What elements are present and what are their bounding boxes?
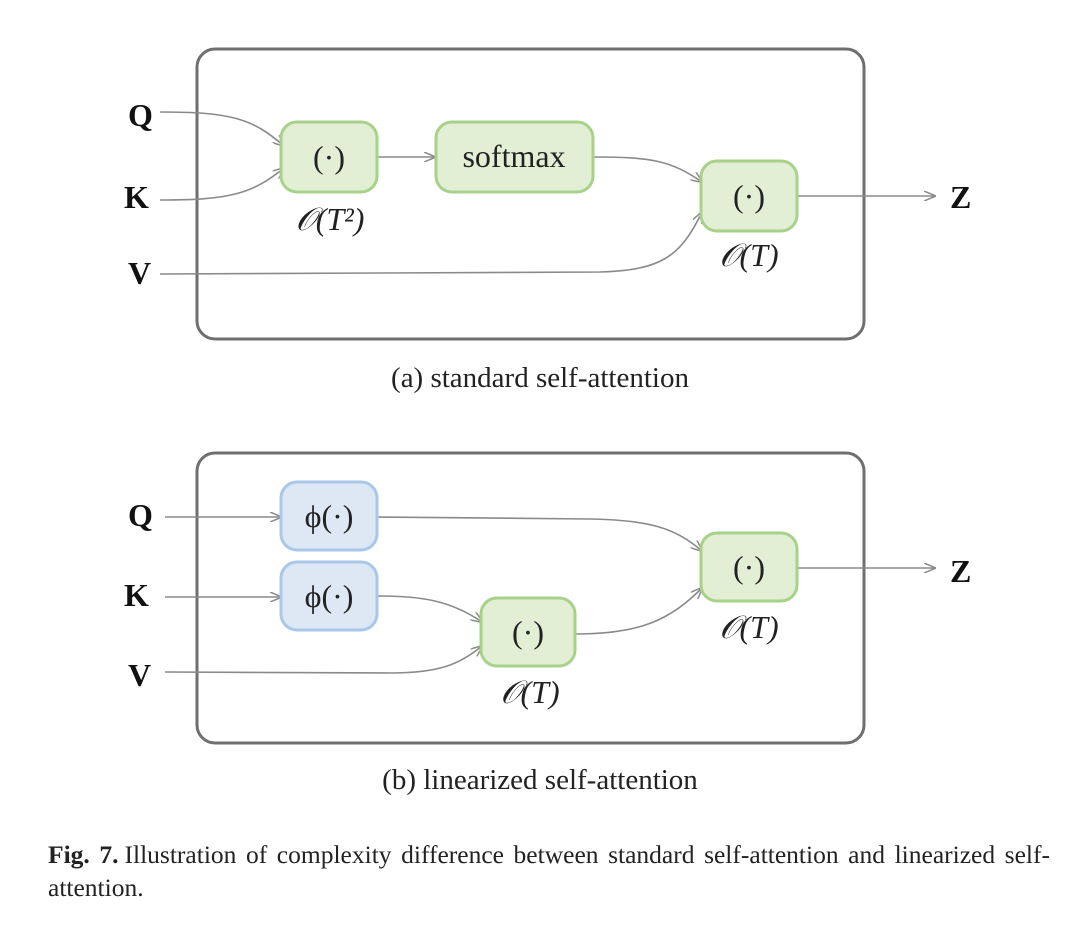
figure-caption: Fig. 7.Illustration of complexity differ… xyxy=(48,838,1050,904)
complexity-label: 𝒪(T) xyxy=(500,674,559,710)
output-z: Z xyxy=(950,179,971,215)
node-phi-q: ϕ(·) xyxy=(279,480,379,552)
matmul-out-label: (·) xyxy=(733,549,765,585)
panel-a-frame xyxy=(195,47,866,341)
input-k: K xyxy=(124,179,149,215)
complexity-label: 𝒪(T) xyxy=(719,609,778,645)
matmul-qk-label: (·) xyxy=(313,139,345,175)
matmul-v-label: (·) xyxy=(733,178,765,214)
edge-phik-to-matmul xyxy=(377,595,482,622)
node-matmul-v: (·) xyxy=(699,159,799,233)
input-v: V xyxy=(128,255,151,291)
panel-b-caption: (b) linearized self-attention xyxy=(382,764,698,796)
node-phi-k: ϕ(·) xyxy=(279,560,379,632)
edge-k-to-matmul xyxy=(159,168,284,201)
complexity-label: 𝒪(T) xyxy=(719,237,778,273)
panel-linearized-attention: Q K V Z ϕ(·) ϕ(·) (·) 𝒪(T) (·) 𝒪(T) xyxy=(124,451,971,796)
edge-phiq-to-matmul xyxy=(377,516,702,551)
matmul-kv-label: (·) xyxy=(512,614,544,650)
phi-k-label: ϕ(·) xyxy=(305,578,354,614)
panel-b-frame xyxy=(195,451,866,745)
input-q: Q xyxy=(128,497,153,533)
figure-caption-text: Illustration of complexity difference be… xyxy=(48,840,1050,902)
output-z: Z xyxy=(950,553,971,589)
node-matmul-qk: (·) xyxy=(279,120,379,194)
input-v: V xyxy=(128,657,151,693)
node-matmul-kv: (·) xyxy=(479,596,577,668)
edge-q-to-matmul xyxy=(159,111,284,146)
figure-label: Fig. 7. xyxy=(48,840,119,869)
panel-a-caption: (a) standard self-attention xyxy=(391,362,689,394)
node-softmax: softmax xyxy=(434,120,595,194)
phi-q-label: ϕ(·) xyxy=(305,498,354,534)
input-k: K xyxy=(124,577,149,613)
node-matmul-out: (·) xyxy=(699,531,799,603)
panel-standard-attention: Q K V Z (·) 𝒪(T²) softmax (·) 𝒪(T) (a) s… xyxy=(124,47,971,394)
edge-v-to-matmul xyxy=(159,212,702,275)
complexity-label: 𝒪(T²) xyxy=(296,201,365,237)
edge-v-to-matmul xyxy=(164,646,482,674)
edge-matmul-to-matmul xyxy=(575,588,702,635)
edge-softmax-to-matmul xyxy=(593,156,702,182)
softmax-label: softmax xyxy=(462,138,565,174)
input-q: Q xyxy=(128,97,153,133)
